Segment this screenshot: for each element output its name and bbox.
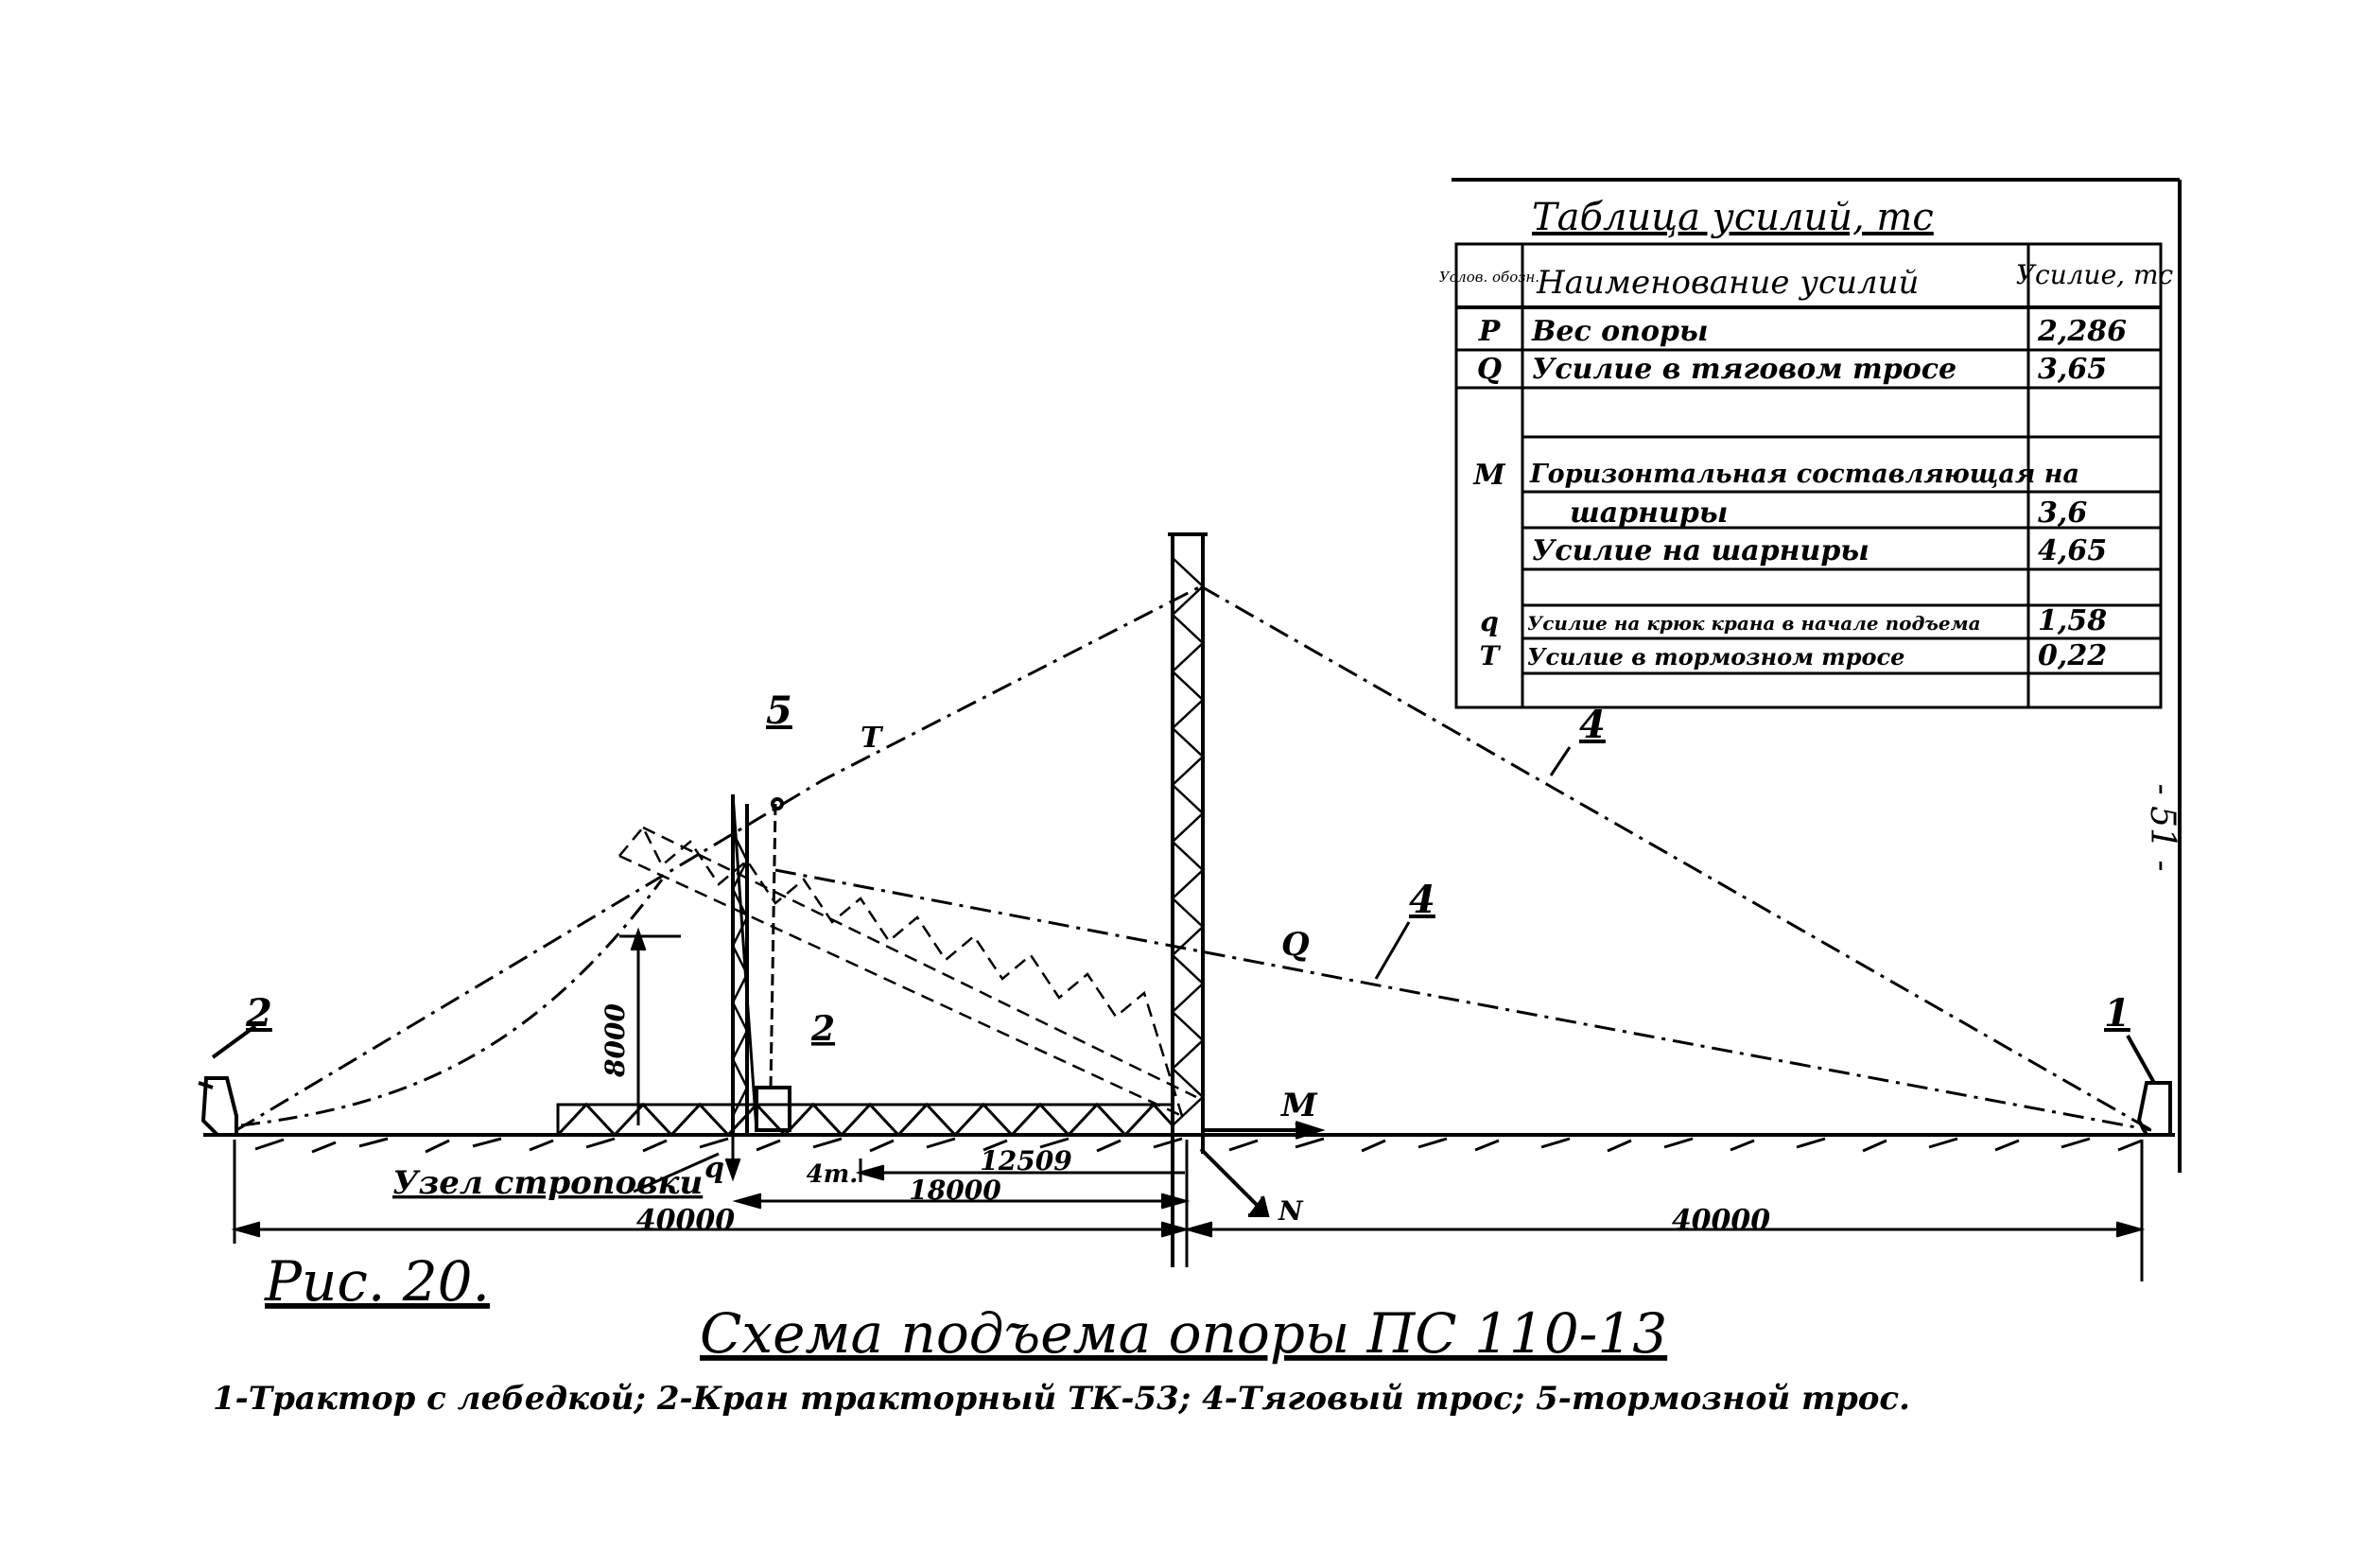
left-crane: [198, 1024, 257, 1137]
table-row: Q Усилие в тяговом тросе 3,65: [1477, 353, 2107, 386]
force-q-arrow: [724, 1135, 741, 1182]
row-name: Горизонтальная составляющая на: [1529, 460, 2079, 489]
row-value: 0,22: [2038, 639, 2107, 672]
force-M-arrow: [1203, 1121, 1326, 1140]
row-symbol: q: [1480, 606, 1499, 637]
height-dimension: [619, 927, 681, 1125]
middle-crane: [731, 793, 791, 1135]
dimension-lines: [231, 1140, 2146, 1281]
sling-curve: [240, 879, 664, 1127]
label-force-N: N: [1278, 1195, 1304, 1227]
table-row: Усилие на шарниры 4,65: [1532, 534, 2107, 567]
row-symbol: P: [1478, 315, 1502, 348]
table-row: шарниры 3,6: [1570, 497, 2087, 530]
force-N-arrow: [1199, 1147, 1270, 1217]
figure-legend: 1-Трактор с лебедкой; 2-Кран тракторный …: [213, 1380, 1910, 1418]
row-name: Усилие в тяговом тросе: [1532, 353, 1956, 386]
ground-hatching: [254, 1137, 2143, 1154]
label-sling-node: Узел строповки: [392, 1164, 703, 1202]
ground: [203, 1133, 2175, 1154]
table-row: T Усилие в тормозном тросе 0,22: [1480, 639, 2108, 672]
traction-rope-upper: [1200, 584, 2152, 1132]
figure-title: Схема подъема опоры ПС 110-13: [700, 1301, 1667, 1366]
table-title: Таблица усилий, тс: [1532, 196, 1934, 239]
header-symbol: Услов. обозн.: [1439, 269, 1539, 286]
row-symbol: T: [1480, 640, 1502, 671]
brake-rope: [235, 584, 1202, 1132]
row-name: Усилие на крюк крана в начале подъема: [1527, 612, 1981, 635]
table-row: q Усилие на крюк крана в начале подъема …: [1480, 604, 2107, 637]
forces-table: Таблица усилий, тс Услов. обозн. Наимено…: [1439, 196, 2174, 709]
table-row: P Вес опоры 2,286: [1478, 315, 2127, 348]
label-force-T: T: [861, 722, 884, 755]
dim-right-total: 40000: [1672, 1204, 1770, 1237]
tower-vertical: [1168, 532, 1208, 1267]
label-height: 8000: [600, 1003, 631, 1078]
label-rope4-mid: 4: [1409, 878, 1435, 922]
header-name: Наименование усилий: [1536, 264, 1919, 302]
row-value: 2,286: [2037, 315, 2127, 348]
label-force-q: q: [704, 1152, 724, 1185]
row-name: Усилие в тормозном тросе: [1527, 643, 1904, 671]
label-force-M: M: [1280, 1087, 1318, 1124]
row-name: шарниры: [1570, 497, 1728, 530]
label-crane-mid: 2: [810, 1009, 835, 1049]
row-value: 3,6: [2038, 497, 2087, 530]
dim-left-total: 40000: [636, 1204, 735, 1237]
figure-number: Рис. 20.: [264, 1249, 490, 1314]
row-symbol: Q: [1477, 353, 1502, 386]
page-frame: [1452, 178, 2182, 1173]
table-grid: [1454, 242, 2163, 709]
row-value: 4,65: [2038, 534, 2107, 567]
tower-tilted: [618, 825, 1197, 1118]
dim-12509: 12509: [980, 1145, 1071, 1176]
row-name: Вес опоры: [1531, 315, 1709, 348]
row-value: 1,58: [2038, 604, 2107, 637]
row-value: 3,65: [2038, 353, 2107, 386]
tower-horizontal: [556, 1102, 1174, 1138]
label-rope4-top: 4: [1579, 703, 1606, 747]
page-number: - 51 -: [2143, 783, 2182, 871]
label-force-Q: Q: [1281, 926, 1310, 964]
dim-4t: 4т.: [807, 1160, 859, 1189]
right-tractor: [2126, 1035, 2172, 1137]
row-symbol: M: [1472, 459, 1505, 492]
row-name: Усилие на шарниры: [1532, 534, 1869, 567]
table-row: M Горизонтальная составляющая на: [1472, 459, 2079, 492]
label-rope5: 5: [766, 688, 792, 733]
label-crane-left: 2: [245, 991, 272, 1036]
label-tractor: 1: [2104, 991, 2130, 1036]
header-value: Усилие, тс: [2016, 259, 2174, 290]
traction-rope-q: [774, 868, 2152, 1132]
dim-18000: 18000: [909, 1175, 1001, 1206]
